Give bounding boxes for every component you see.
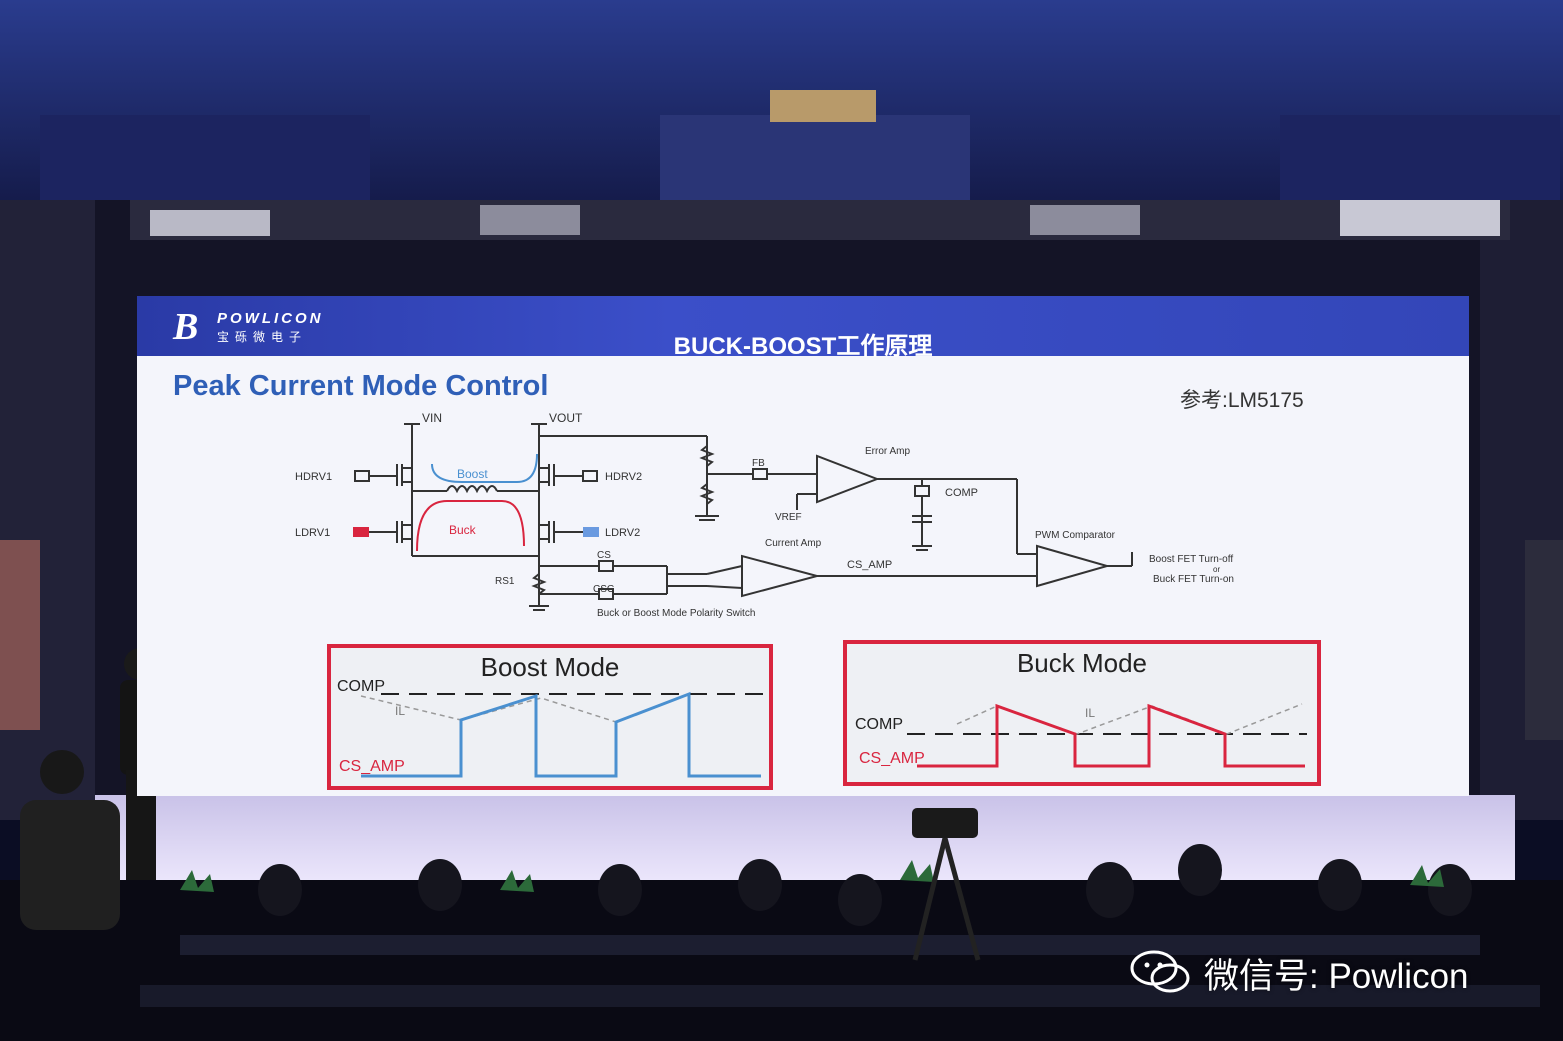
hdrv1-pin — [354, 470, 370, 482]
fb-pin — [752, 468, 768, 480]
stage-light — [1340, 200, 1500, 236]
hdrv2-label: HDRV2 — [605, 471, 642, 483]
buck-mode-title: Buck Mode — [1016, 648, 1148, 678]
audience — [0, 880, 1563, 1041]
watermark-text: 微信号: Powlicon — [1204, 957, 1469, 996]
ceiling-panel — [660, 115, 970, 200]
comp-pin — [914, 485, 930, 497]
buck-il-ramp — [956, 703, 1303, 735]
csg-label: CSG — [593, 584, 615, 595]
audience-head — [838, 874, 882, 926]
inductor — [446, 485, 498, 494]
slide-subtitle: Peak Current Mode Control — [173, 370, 549, 402]
buck-cs-amp-wave — [917, 703, 1305, 768]
boost-mode-title: Boost Mode — [480, 652, 620, 682]
hdrv2-pin — [582, 470, 598, 482]
buck-boost-circuit-diagram: VIN VOUT HDRV1 LDRV1 HDRV2 LDRV2 Boost B… — [295, 411, 1234, 619]
buck-current-path — [416, 500, 525, 552]
error-amp — [816, 454, 880, 504]
output-label-line2: or — [1213, 565, 1220, 574]
boost-waveform — [360, 691, 769, 778]
buck-path-label: Buck — [449, 523, 477, 537]
right-pillar — [1525, 540, 1563, 740]
audience-head — [258, 864, 302, 916]
boost-mode-panel: Boost Mode COMP IL CS_AMP — [327, 644, 773, 790]
boost-path-label: Boost — [457, 467, 488, 481]
cs-amp-label: CS_AMP — [847, 559, 892, 571]
video-camera-icon — [912, 808, 978, 838]
ldrv2-pin — [583, 527, 599, 537]
stage-light — [150, 210, 270, 236]
rs1-resistor — [531, 573, 547, 595]
ceiling-fixture — [770, 90, 876, 122]
boost-comp-label: COMP — [337, 678, 385, 695]
audience-head — [598, 864, 642, 916]
output-label-line1: Boost FET Turn-off — [1149, 554, 1233, 565]
output-label-line3: Buck FET Turn-on — [1153, 574, 1234, 585]
buck-comp-label: COMP — [855, 716, 903, 733]
plant — [900, 860, 934, 882]
ceiling-panel — [40, 115, 370, 200]
buck-cs-amp-label: CS_AMP — [859, 750, 925, 767]
ldrv1-pin — [353, 527, 369, 537]
wechat-icon — [1130, 950, 1190, 993]
cs-pin — [598, 560, 614, 572]
polarity-switch-label: Buck or Boost Mode Polarity Switch — [597, 608, 755, 619]
audience-head — [1086, 862, 1134, 918]
audience-head — [1428, 864, 1472, 916]
buck-mode-panel: Buck Mode COMP IL CS_AMP — [843, 640, 1321, 786]
powlicon-logo-icon: B — [173, 306, 199, 348]
boost-cs-amp-label: CS_AMP — [339, 758, 405, 775]
logo-english-name: POWLICON — [217, 310, 324, 327]
pwm-comparator — [1036, 544, 1111, 588]
audience-head — [1178, 844, 1222, 896]
vout-label: VOUT — [549, 411, 583, 425]
plant — [180, 870, 214, 892]
ceiling-panel — [1280, 115, 1560, 200]
vin-label: VIN — [422, 411, 442, 425]
audience-head — [418, 859, 462, 911]
current-amp — [741, 554, 821, 598]
cameraman-head — [40, 750, 84, 794]
cameraman-body — [20, 800, 120, 930]
boost-il-ramp — [360, 695, 617, 723]
slide-title: BUCK-BOOST工作原理 — [673, 333, 933, 360]
stage-floor — [95, 795, 1515, 895]
vref-label: VREF — [775, 512, 802, 523]
left-pillar — [0, 540, 40, 730]
fb-label: FB — [752, 458, 765, 469]
slide-banner: B POWLICON 宝砾微电子 — [137, 296, 1469, 356]
rs1-label: RS1 — [495, 576, 515, 587]
csg-pin — [598, 588, 614, 600]
tripod — [942, 837, 981, 961]
boost-il-label: IL — [395, 704, 406, 718]
fb-divider-resistor — [699, 483, 715, 505]
ldrv1-label: LDRV1 — [295, 527, 330, 539]
ldrv2-label: LDRV2 — [605, 527, 640, 539]
boost-current-path — [431, 453, 538, 483]
logo-chinese-name: 宝砾微电子 — [217, 330, 308, 344]
fb-divider-resistor — [699, 445, 715, 467]
projection-slide: B POWLICON 宝砾微电子 BUCK-BOOST工作原理 Peak Cur… — [137, 296, 1469, 796]
stage-light — [1030, 205, 1140, 235]
cs-label: CS — [597, 550, 611, 561]
comp-label: COMP — [945, 487, 978, 499]
reference-note: 参考:LM5175 — [1180, 389, 1304, 412]
plant — [1410, 865, 1444, 887]
current-amp-label: Current Amp — [765, 538, 822, 549]
boost-cs-amp-wave — [361, 691, 761, 778]
hdrv1-label: HDRV1 — [295, 471, 332, 483]
buck-waveform — [907, 703, 1307, 768]
seat-row — [140, 985, 1540, 1007]
stage-light — [480, 205, 580, 235]
error-amp-label: Error Amp — [865, 446, 910, 457]
audience-head — [738, 859, 782, 911]
audience-head — [1318, 859, 1362, 911]
pwm-comparator-label: PWM Comparator — [1035, 530, 1116, 541]
stage-lights-bar — [130, 200, 1510, 240]
tripod — [912, 837, 948, 961]
buck-il-label: IL — [1085, 706, 1096, 720]
seat-row — [180, 935, 1480, 955]
plant — [500, 870, 534, 892]
